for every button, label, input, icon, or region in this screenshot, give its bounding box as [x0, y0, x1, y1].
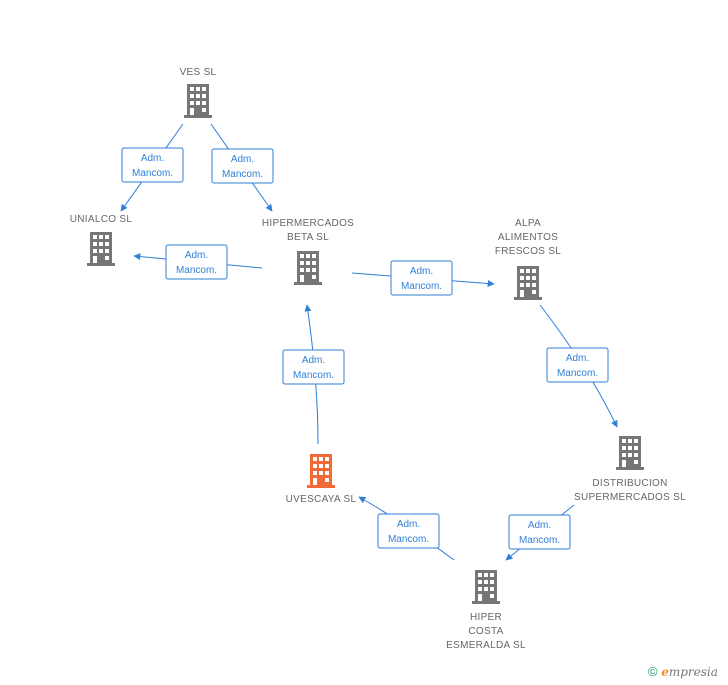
- node-label: VES SL: [180, 67, 217, 78]
- edge-ves-to-hipermercados: Adm. Mancom.: [210, 123, 274, 212]
- building-icon[interactable]: [294, 251, 322, 285]
- edge-uvescaya-to-hipermercados: Adm. Mancom.: [282, 304, 345, 445]
- edge-label-box: [121, 147, 184, 183]
- edge-label: Adm.: [302, 355, 325, 366]
- edge-label: Mancom.: [519, 535, 560, 546]
- edge-distribucion-to-hiper: Adm. Mancom.: [505, 504, 575, 561]
- copyright-icon: ©: [648, 664, 658, 679]
- edge-label: Mancom.: [222, 169, 263, 180]
- node-unialco[interactable]: UNIALCO SL: [70, 214, 133, 266]
- edge-label-box: [377, 513, 440, 549]
- edge-label: Adm.: [185, 250, 208, 261]
- edge-label-box: [546, 347, 609, 383]
- edge-label: Adm.: [566, 353, 589, 364]
- node-label: ALIMENTOS: [498, 232, 558, 243]
- watermark: © empresia: [648, 664, 718, 679]
- edge-label-box: [508, 514, 571, 550]
- edge-label-box: [282, 349, 345, 385]
- edge-alpa-to-distribucion: Adm. Mancom.: [539, 304, 618, 428]
- edge-label: Adm.: [397, 519, 420, 530]
- node-label: UNIALCO SL: [70, 214, 133, 225]
- node-label: COSTA: [468, 626, 503, 637]
- node-hiper[interactable]: HIPER COSTA ESMERALDA SL: [446, 570, 526, 651]
- node-label: BETA SL: [287, 232, 329, 243]
- building-icon[interactable]: [307, 454, 335, 488]
- edge-label-box: [211, 148, 274, 184]
- node-label: HIPER: [470, 612, 502, 623]
- edge-label: Adm.: [231, 154, 254, 165]
- node-alpa[interactable]: ALPA ALIMENTOS FRESCOS SL: [495, 218, 561, 300]
- building-icon[interactable]: [87, 232, 115, 266]
- node-label: ESMERALDA SL: [446, 640, 526, 651]
- node-label: ALPA: [515, 218, 541, 229]
- edge-hiper-to-uvescaya: Adm. Mancom.: [358, 496, 455, 561]
- node-distribucion[interactable]: DISTRIBUCION SUPERMERCADOS SL: [574, 436, 686, 503]
- node-label: UVESCAYA SL: [286, 494, 357, 505]
- node-label: HIPERMERCADOS: [262, 218, 354, 229]
- edge-label: Adm.: [410, 266, 433, 277]
- node-hipermercados[interactable]: HIPERMERCADOS BETA SL: [262, 218, 354, 285]
- edge-label: Mancom.: [557, 368, 598, 379]
- edge-label: Mancom.: [293, 370, 334, 381]
- node-ves[interactable]: VES SL: [180, 67, 217, 118]
- building-icon[interactable]: [616, 436, 644, 470]
- edge-label: Mancom.: [388, 534, 429, 545]
- edge-label-box: [165, 244, 228, 280]
- node-uvescaya[interactable]: UVESCAYA SL: [286, 454, 357, 505]
- edge-hipermercados-to-alpa: Adm. Mancom.: [351, 260, 495, 296]
- edge-label: Mancom.: [132, 168, 173, 179]
- edge-label: Mancom.: [401, 281, 442, 292]
- node-label: DISTRIBUCION: [592, 478, 667, 489]
- edge-label-box: [390, 260, 453, 296]
- edge-label: Adm.: [528, 520, 551, 531]
- edge-ves-to-unialco: Adm. Mancom.: [120, 123, 184, 212]
- building-icon[interactable]: [472, 570, 500, 604]
- brand-logo: empresia: [661, 665, 718, 679]
- node-label: FRESCOS SL: [495, 246, 561, 257]
- edge-hipermercados-to-unialco: Adm. Mancom.: [133, 244, 263, 280]
- node-label: SUPERMERCADOS SL: [574, 492, 686, 503]
- building-icon[interactable]: [514, 266, 542, 300]
- building-icon[interactable]: [184, 84, 212, 118]
- edge-label: Adm.: [141, 153, 164, 164]
- edge-label: Mancom.: [176, 265, 217, 276]
